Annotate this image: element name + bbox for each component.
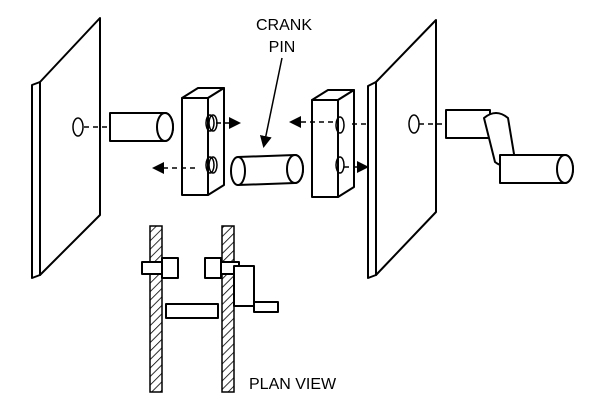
left-shaft [84,112,174,142]
right-crank-block [311,89,355,198]
crank-handle [445,109,574,184]
crank-pin-label: CRANK PIN [256,17,312,148]
left-crank-block [181,87,225,196]
crank-pin-label-line2: PIN [269,39,296,56]
plan-view: PLAN VIEW [141,225,337,393]
crank-pin [230,154,304,186]
plan-view-label: PLAN VIEW [249,376,337,393]
crank-pin-label-line1: CRANK [256,17,312,34]
left-plate [31,17,101,279]
right-plate [352,19,446,279]
